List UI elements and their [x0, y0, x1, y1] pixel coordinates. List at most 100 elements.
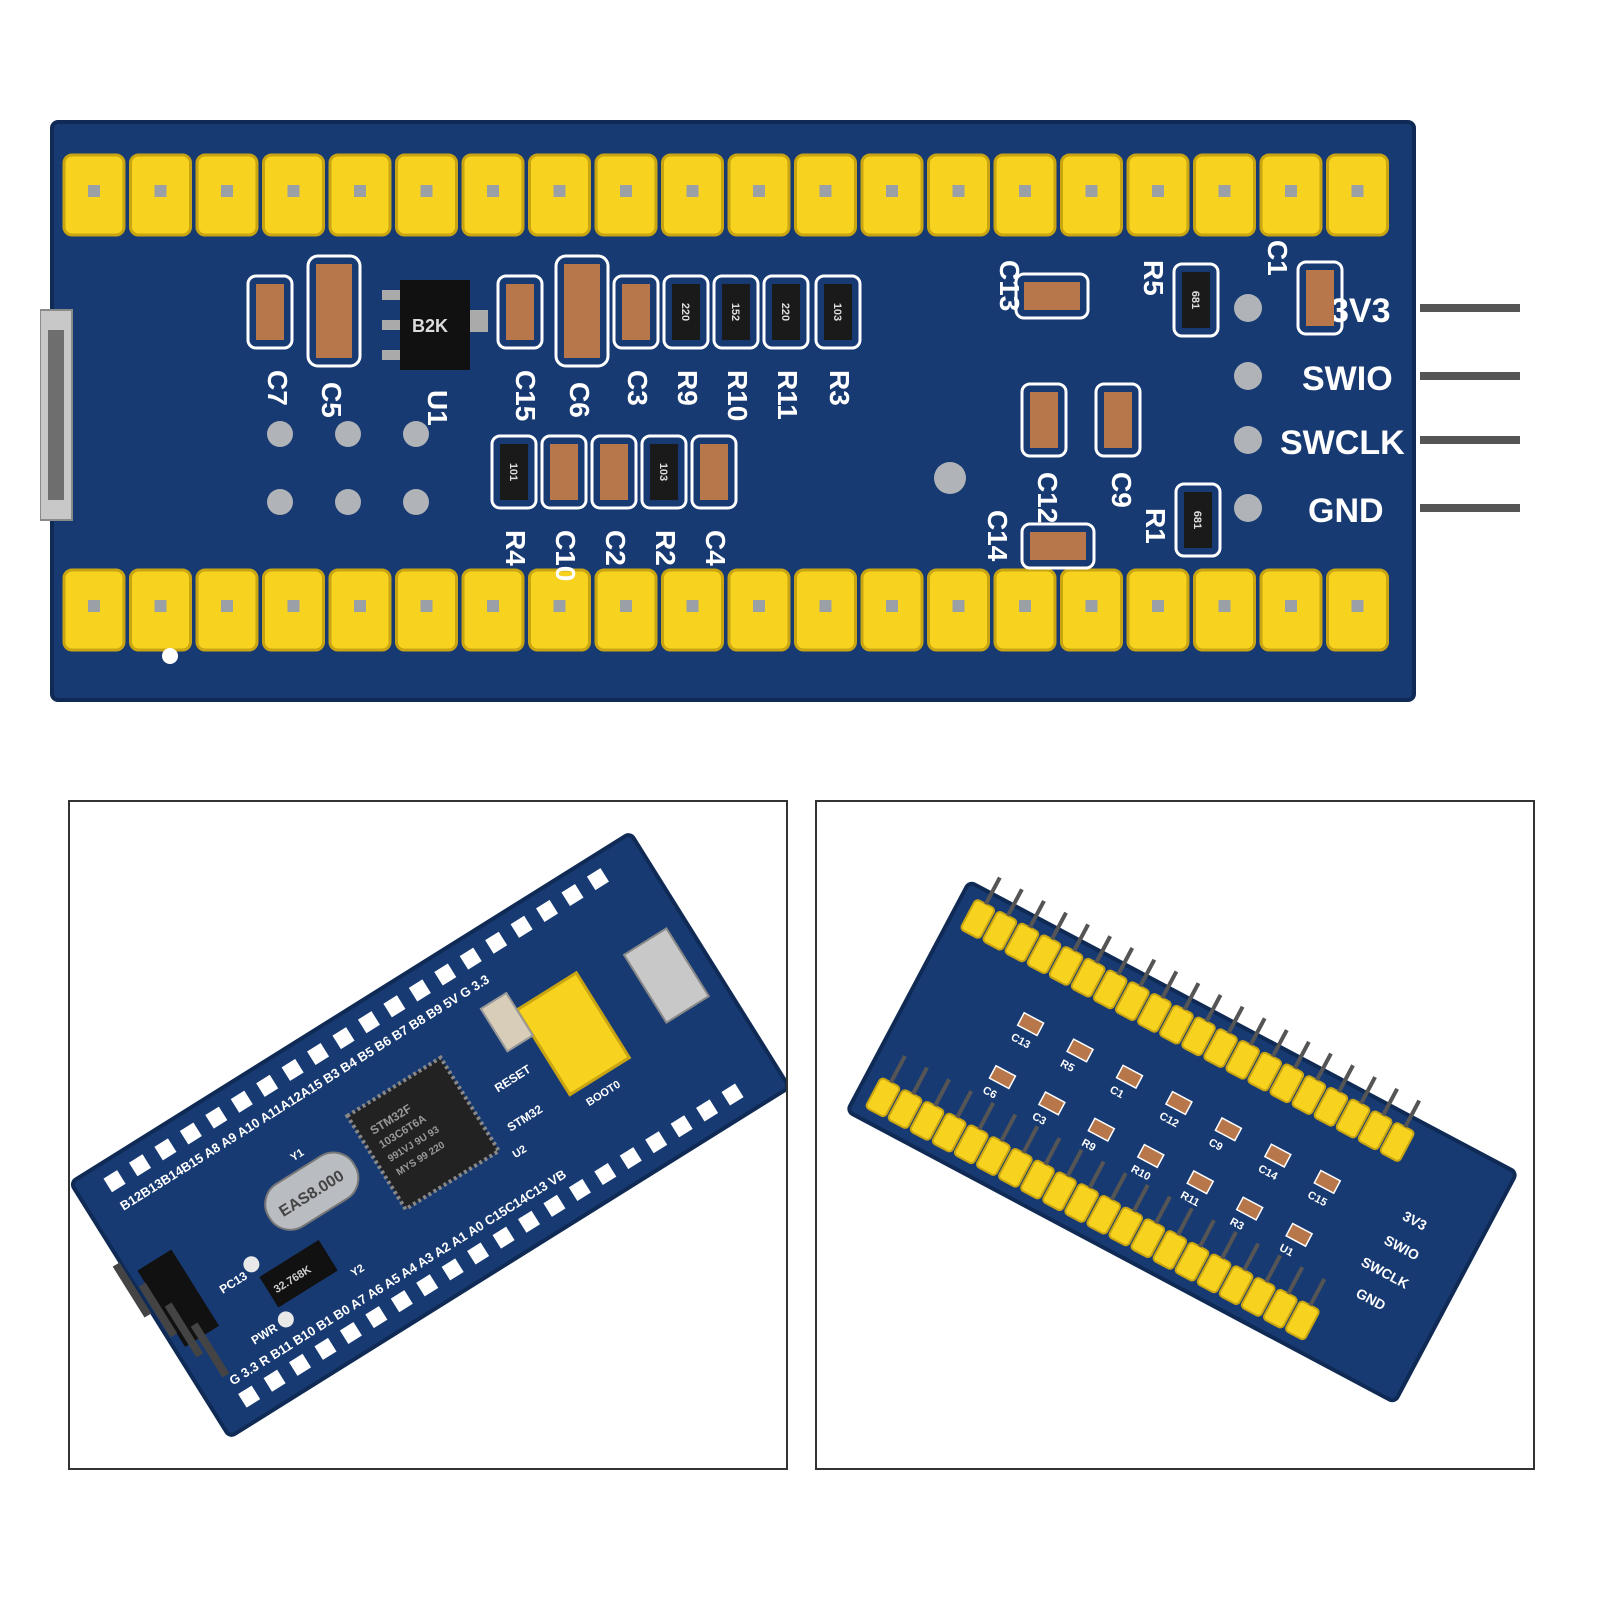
upper-label-4: C6: [564, 382, 595, 418]
back-header-bottom-4: [931, 1112, 967, 1153]
debug-pad-4: [1234, 494, 1262, 522]
header-bottom-pin-tip-10: [686, 600, 699, 612]
back-header-bottom-pin-5: [977, 1101, 996, 1131]
front-pad-top-8: [281, 1058, 304, 1081]
back-part-label-9: R9: [1079, 1137, 1097, 1154]
header-bottom-pin-tip-5: [354, 600, 366, 612]
back-part-label-13: U1: [1277, 1242, 1295, 1259]
label-swclk: SWCLK: [1280, 424, 1405, 462]
back-part-label-1: R5: [1058, 1058, 1076, 1075]
back-part-label-4: C9: [1206, 1136, 1224, 1153]
back-header-bottom-pin-14: [1176, 1207, 1194, 1236]
upper-outline-5: [612, 274, 660, 350]
led-pc13: [243, 1256, 260, 1273]
header-top-pin-tip-11: [753, 185, 765, 197]
header-top-pin-tip-3: [221, 185, 233, 197]
upper-body-1: [316, 264, 352, 358]
upper-label-8: R11: [772, 370, 803, 420]
header-row-bottom: [62, 568, 1389, 652]
back-header-top-pin-16: [1315, 1052, 1333, 1082]
back-header-bottom-pin-7: [1021, 1125, 1040, 1154]
header-bottom-pin-tip-15: [1019, 600, 1031, 612]
upper-marking-8: 220: [779, 303, 791, 321]
header-top-pin-tip-2: [154, 185, 167, 197]
back-header-top-1: [960, 899, 996, 939]
back-part-9: [1087, 1117, 1116, 1143]
right-body-1: [1182, 272, 1210, 328]
back-part-10: [1136, 1143, 1165, 1169]
upper-body-7: [722, 284, 750, 340]
front-pad-top-10: [332, 1027, 355, 1050]
back-part-label-7: C6: [981, 1084, 999, 1101]
front-pad-bottom-15: [594, 1163, 617, 1186]
upper-label-1: C5: [316, 382, 347, 418]
back-part-7: [988, 1064, 1017, 1090]
upper-label-9: R3: [824, 370, 855, 406]
upper-body-6: [672, 284, 700, 340]
right-marking-1: 681: [1189, 291, 1201, 309]
front-pad-bottom-20: [721, 1083, 744, 1106]
back-header-top-pin-4: [1050, 911, 1068, 941]
back-header-top-pin-11: [1204, 993, 1223, 1023]
right-label-3: C12: [1032, 472, 1063, 523]
header-bottom-pin-tip-20: [1351, 600, 1364, 612]
upper-body-9: [824, 284, 852, 340]
debug-pin-3: [1420, 436, 1520, 444]
back-header-top-pin-17: [1337, 1064, 1355, 1093]
back-header-top-pin-10: [1182, 982, 1201, 1011]
back-header-top-pin-7: [1116, 947, 1135, 976]
front-pad-top-14: [434, 963, 457, 986]
front-pad-bottom-4: [314, 1337, 337, 1360]
back-header-bottom-pin-13: [1154, 1195, 1172, 1225]
header-top-pin-tip-12: [819, 185, 832, 197]
upper-label-7: R10: [722, 370, 753, 421]
back-header-top-pin-14: [1270, 1029, 1289, 1058]
back-header-bottom-17: [1218, 1265, 1254, 1305]
reset-button: [479, 991, 535, 1053]
right-label-1: R5: [1138, 260, 1169, 296]
back-header-bottom-pin-18: [1264, 1254, 1283, 1283]
right-outline-1: [1172, 262, 1220, 338]
back-part-label-12: R3: [1228, 1216, 1246, 1233]
back-part-label-8: C3: [1030, 1111, 1048, 1128]
upper-outline-0: [246, 274, 294, 350]
back-header-bottom-pin-19: [1286, 1266, 1305, 1295]
right-body-2: [1306, 270, 1334, 326]
back-header-top-pin-19: [1381, 1087, 1399, 1117]
back-header-bottom-pin-20: [1308, 1277, 1327, 1307]
front-pad-bottom-16: [619, 1147, 642, 1170]
right-label-0: C13: [994, 260, 1025, 311]
upper-label-3: C15: [510, 370, 541, 421]
back-header-bottom-pin-10: [1087, 1160, 1106, 1189]
back-part-2: [1115, 1064, 1144, 1090]
label-swio: SWIO: [1302, 360, 1393, 398]
front-pad-bottom-1: [238, 1385, 261, 1408]
upper-label-5: C3: [622, 370, 653, 406]
back-header-bottom-16: [1196, 1253, 1232, 1294]
right-outline-0: [1014, 272, 1090, 320]
back-header-top-9: [1137, 993, 1172, 1033]
header-top-pin-tip-15: [1019, 185, 1031, 197]
back-header-top-20: [1379, 1122, 1415, 1162]
back-header-top-pin-1: [983, 876, 1002, 905]
back-header-top-5: [1048, 946, 1084, 986]
header-top-pin-tip-1: [88, 185, 100, 197]
back-header-bottom-pin-1: [889, 1054, 907, 1084]
lower-label-0: R4: [500, 530, 531, 566]
back-part-8: [1037, 1091, 1066, 1116]
right-outline-2: [1296, 260, 1344, 336]
micro-usb-port: [622, 926, 711, 1025]
upper-outline-6: [662, 274, 710, 350]
header-top-pin-tip-19: [1285, 185, 1297, 197]
debug-pad-2: [1234, 362, 1262, 390]
lower-body-0: [500, 444, 528, 500]
usb-opening: [48, 330, 64, 500]
boot-jumper-block: [514, 970, 632, 1097]
right-outline-5: [1020, 522, 1096, 570]
back-header-top-6: [1070, 957, 1106, 998]
right-outline-4: [1094, 382, 1142, 458]
back-header-top-18: [1335, 1098, 1371, 1139]
header-bottom-pin-tip-16: [1085, 600, 1098, 612]
front-pad-bottom-3: [288, 1353, 312, 1376]
